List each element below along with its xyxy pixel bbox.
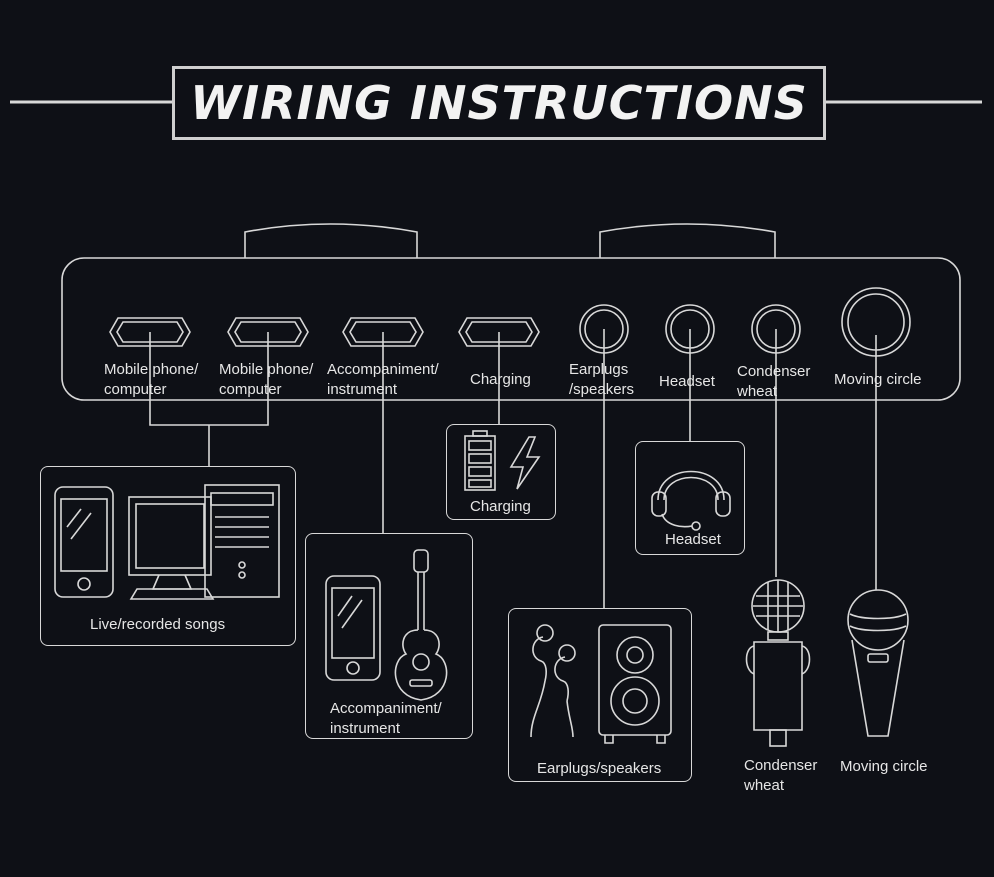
port-label-line: wheat <box>737 383 778 400</box>
device-box-charging: Charging <box>446 424 556 520</box>
port-label-line: Earplugs <box>569 361 629 378</box>
device-box-earplugs: Earplugs/speakers <box>508 608 692 782</box>
port-label-accompaniment: Accompaniment/ instrument <box>327 360 439 400</box>
device-box-headset: Headset <box>635 441 745 555</box>
battery-icon <box>464 430 541 491</box>
device-label-moving: Moving circle <box>840 758 928 775</box>
port-label-line: instrument <box>327 381 398 398</box>
device-label-accompaniment: Accompaniment/ instrument <box>330 699 442 739</box>
headset-icon <box>651 470 731 531</box>
port-label-moving: Moving circle <box>834 371 922 388</box>
port-label-condenser: Condenser wheat <box>737 362 810 402</box>
device-box-live: Live/recorded songs <box>40 466 296 646</box>
earplugs-speaker-icon <box>530 624 672 744</box>
port-label-mobile-1: Mobile phone/ computer <box>104 360 198 400</box>
port-label-line: Mobile phone/ <box>219 361 314 378</box>
condenser-microphone-icon <box>745 579 811 747</box>
port-label-line: computer <box>219 381 282 398</box>
page-title: WIRING INSTRUCTIONS <box>190 76 808 130</box>
device-label-charging: Charging <box>470 498 531 515</box>
port-label-line: Accompaniment/ <box>327 361 439 378</box>
port-label-mobile-2: Mobile phone/ computer <box>219 360 313 400</box>
computer-phone-icon <box>54 484 280 600</box>
port-label-earplugs: Earplugs /speakers <box>569 360 634 400</box>
device-label-condenser: Condenser wheat <box>744 756 817 796</box>
port-label-line: Mobile phone/ <box>104 361 199 378</box>
title-box: WIRING INSTRUCTIONS <box>172 66 826 140</box>
port-label-headset: Headset <box>659 373 715 390</box>
device-label-line: Accompaniment/ <box>330 700 442 717</box>
device-label-headset: Headset <box>665 531 721 548</box>
device-label-earplugs: Earplugs/speakers <box>537 760 662 777</box>
port-label-line: Condenser <box>737 363 811 380</box>
device-label-live: Live/recorded songs <box>90 616 226 633</box>
device-label-line: instrument <box>330 720 401 737</box>
device-label-line: Condenser <box>744 757 818 774</box>
device-box-accompaniment: Accompaniment/ instrument <box>305 533 473 739</box>
port-label-line: computer <box>104 381 167 398</box>
port-label-charging: Charging <box>470 371 531 388</box>
port-label-line: /speakers <box>569 381 635 398</box>
device-label-line: wheat <box>744 777 785 794</box>
guitar-phone-icon <box>325 549 448 701</box>
dynamic-microphone-icon <box>847 589 909 737</box>
